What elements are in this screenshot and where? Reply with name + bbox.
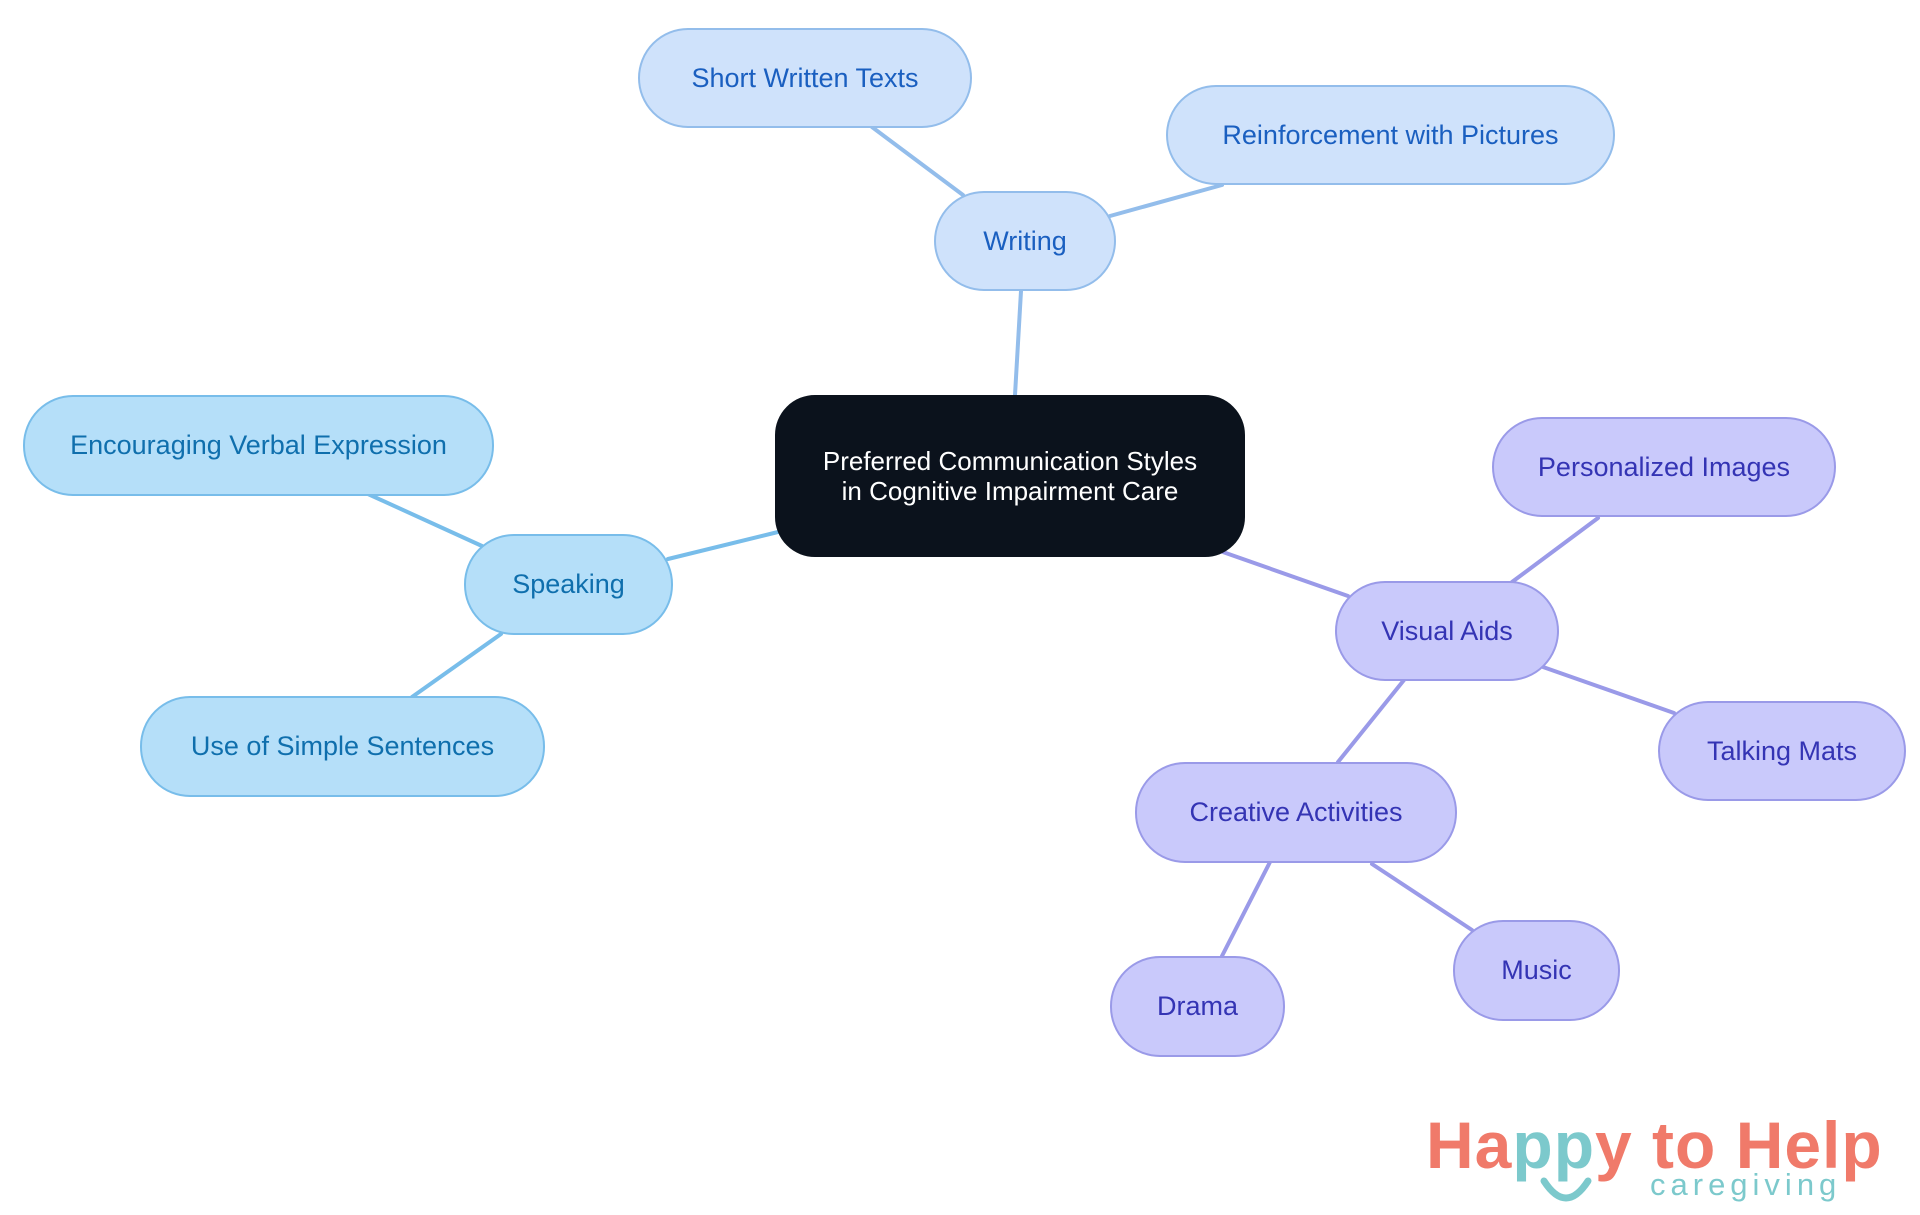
node-talking-mats-label: Talking Mats — [1706, 735, 1858, 766]
root-node-label: Preferred Communication Styles in Cognit… — [822, 446, 1198, 506]
logo: Happy to Help caregiving — [1420, 1105, 1890, 1205]
edge-creative-activities-drama — [1220, 860, 1272, 958]
node-encouraging-verbal-expression: Encouraging Verbal Expression — [23, 395, 494, 496]
node-use-of-simple-sentences: Use of Simple Sentences — [140, 696, 545, 797]
node-use-of-simple-sentences-label: Use of Simple Sentences — [190, 731, 495, 761]
node-creative-activities: Creative Activities — [1135, 762, 1457, 863]
node-speaking: Speaking — [464, 534, 673, 635]
node-visual-aids: Visual Aids — [1335, 581, 1559, 681]
edge-root-visual-aids — [1218, 549, 1350, 598]
node-music: Music — [1453, 920, 1620, 1021]
edge-speaking-use-of-simple-sentences — [410, 632, 503, 699]
logo-wordmark: Happy to Help — [1426, 1105, 1883, 1185]
node-short-written-texts: Short Written Texts — [638, 28, 972, 128]
edge-creative-activities-music — [1370, 862, 1474, 932]
node-encouraging-verbal-expression-label: Encouraging Verbal Expression — [70, 430, 447, 460]
edge-speaking-encouraging-verbal-expression — [366, 492, 484, 548]
edge-writing-short-written-texts — [870, 125, 965, 197]
edge-root-writing — [1013, 289, 1023, 397]
logo-wordmark-part-1: Ha — [1426, 1108, 1513, 1182]
node-personalized-images-label: Personalized Images — [1537, 451, 1791, 482]
logo-tagline: caregiving — [1650, 1167, 1842, 1202]
node-drama-label: Drama — [1156, 991, 1238, 1021]
edge-root-speaking — [666, 530, 780, 561]
node-visual-aids-label: Visual Aids — [1381, 615, 1513, 646]
edge-writing-reinforcement-with-pictures — [1108, 183, 1224, 218]
node-music-label: Music — [1501, 955, 1572, 985]
node-short-written-texts-label: Short Written Texts — [691, 62, 919, 93]
node-reinforcement-with-pictures-label: Reinforcement with Pictures — [1222, 119, 1559, 150]
edge-visual-aids-personalized-images — [1510, 516, 1600, 584]
node-creative-activities-label: Creative Activities — [1189, 797, 1403, 827]
node-writing-label: Writing — [983, 225, 1067, 256]
logo-wordmark-accent: pp — [1512, 1108, 1596, 1182]
node-personalized-images: Personalized Images — [1492, 417, 1836, 517]
edge-visual-aids-creative-activities — [1336, 678, 1406, 764]
node-writing: Writing — [934, 191, 1116, 291]
node-speaking-label: Speaking — [512, 569, 625, 599]
root-node: Preferred Communication Styles in Cognit… — [775, 395, 1245, 557]
edge-visual-aids-talking-mats — [1541, 665, 1676, 715]
smile-icon — [1540, 1177, 1592, 1202]
node-talking-mats: Talking Mats — [1658, 701, 1906, 801]
node-drama: Drama — [1110, 956, 1285, 1057]
node-reinforcement-with-pictures: Reinforcement with Pictures — [1166, 85, 1615, 185]
logo-wordmark-part-2: y to Help — [1595, 1108, 1883, 1182]
